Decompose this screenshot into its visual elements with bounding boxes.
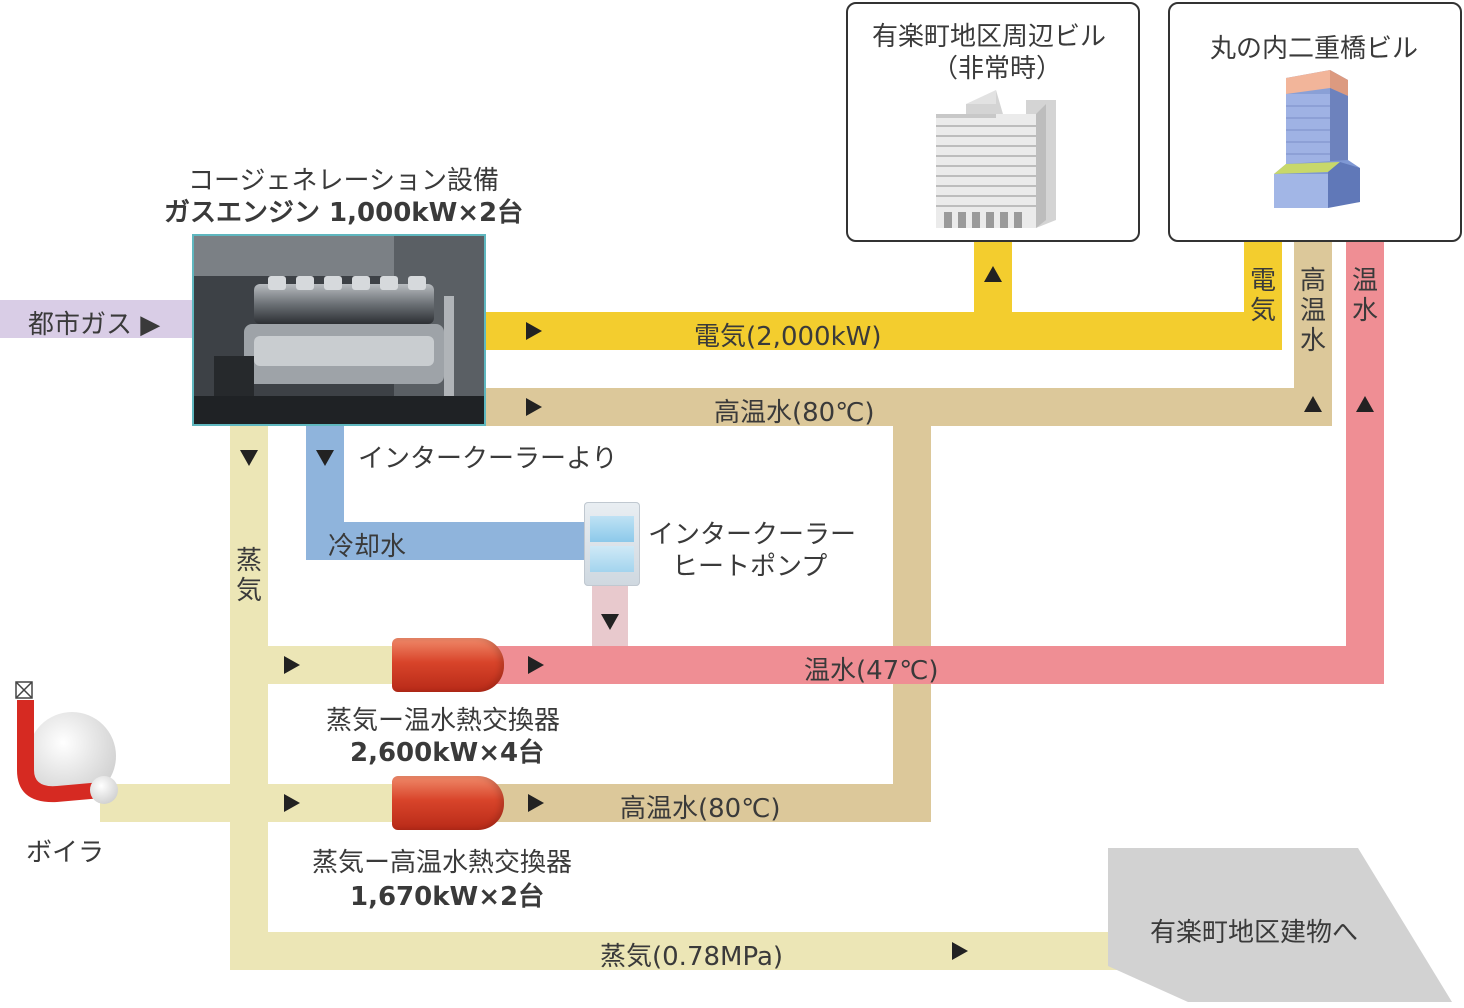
high-temp-band-bottom — [494, 784, 931, 822]
cooling-water-label: 冷却水 — [328, 532, 407, 562]
high-temp-up-arrow — [1304, 396, 1322, 412]
vertical-high-temp-label: 高 温 水 — [1299, 266, 1326, 356]
hx-warm-name: 蒸気ー温水熱交換器 — [326, 706, 561, 736]
high-temp-riser — [1294, 240, 1332, 426]
heat-pump-name-line2: ヒートポンプ — [672, 552, 828, 582]
high-temp-top-label: 高温水(80℃) — [714, 398, 875, 428]
steam-main-band — [230, 932, 1130, 970]
destination-label: 有楽町地区建物へ — [1150, 918, 1359, 948]
intercooler-from-label: インタークーラーより — [358, 444, 618, 474]
hx-warm-spec: 2,600kW×4台 — [350, 738, 545, 768]
steam-warm-heat-exchanger — [392, 638, 504, 692]
yurakucho-building-icon — [936, 90, 1056, 228]
cogen-spec: ガスエンジン 1,000kW×2台 — [164, 198, 524, 228]
boiler-icon — [15, 681, 118, 804]
steam-down-arrow — [240, 450, 258, 466]
steam-to-high-hx-arrow — [284, 794, 300, 812]
high-temp-bottom-label: 高温水(80℃) — [620, 794, 781, 824]
city-gas-band — [0, 300, 194, 338]
vertical-electricity-label: 電 気 — [1249, 266, 1276, 326]
electricity-label: 電気(2,000kW) — [694, 322, 882, 352]
yurakucho-building-name: 有楽町地区周辺ビル — [872, 22, 1107, 52]
high-temp-bottom-arrow — [528, 794, 544, 812]
steam-main-arrow — [952, 942, 968, 960]
cogen-title: コージェネレーション設備 — [188, 166, 499, 196]
steam-high-temp-heat-exchanger — [392, 776, 504, 830]
warm-water-up-arrow — [1356, 396, 1374, 412]
hx-high-name: 蒸気ー高温水熱交換器 — [312, 848, 573, 878]
yurakucho-up-arrow — [984, 266, 1002, 282]
boiler-label: ボイラ — [26, 838, 105, 868]
gas-engine-image — [194, 236, 484, 424]
warm-water-band — [494, 646, 1384, 684]
yurakucho-building-box: 有楽町地区周辺ビル （非常時） — [846, 2, 1140, 242]
electricity-riser-marunouchi — [1244, 240, 1282, 350]
steam-main-label: 蒸気(0.78MPa) — [600, 942, 784, 972]
yurakucho-building-note: （非常時） — [932, 54, 1063, 84]
cooling-water-band — [306, 522, 588, 560]
warm-water-arrow — [528, 656, 544, 674]
high-temp-vertical — [893, 388, 931, 822]
electricity-band — [486, 312, 1282, 350]
heat-pump-unit — [584, 502, 640, 586]
electricity-arrow — [526, 322, 542, 340]
destination-shape — [1108, 848, 1452, 1002]
marunouchi-building-name: 丸の内二重橋ビル — [1210, 34, 1419, 64]
vertical-steam-label: 蒸 気 — [235, 546, 262, 606]
heat-pump-name-line1: インタークーラー — [648, 520, 857, 550]
high-temp-arrow — [526, 398, 542, 416]
heat-pump-down-arrow — [601, 614, 619, 630]
warm-water-47-label: 温水(47℃) — [804, 656, 939, 686]
gas-engine-photo — [192, 234, 486, 426]
marunouchi-building-icon — [1274, 70, 1360, 208]
city-gas-label: 都市ガス ▶ — [28, 310, 161, 340]
steam-to-high-hx — [100, 784, 392, 822]
steam-to-warm-hx-arrow — [284, 656, 300, 674]
vertical-warm-label: 温 水 — [1351, 266, 1378, 326]
hx-high-spec: 1,670kW×2台 — [350, 882, 545, 912]
warm-water-riser — [1346, 240, 1384, 684]
marunouchi-building-box: 丸の内二重橋ビル — [1168, 2, 1462, 242]
steam-vertical — [230, 426, 268, 970]
cooling-down-arrow — [316, 450, 334, 466]
